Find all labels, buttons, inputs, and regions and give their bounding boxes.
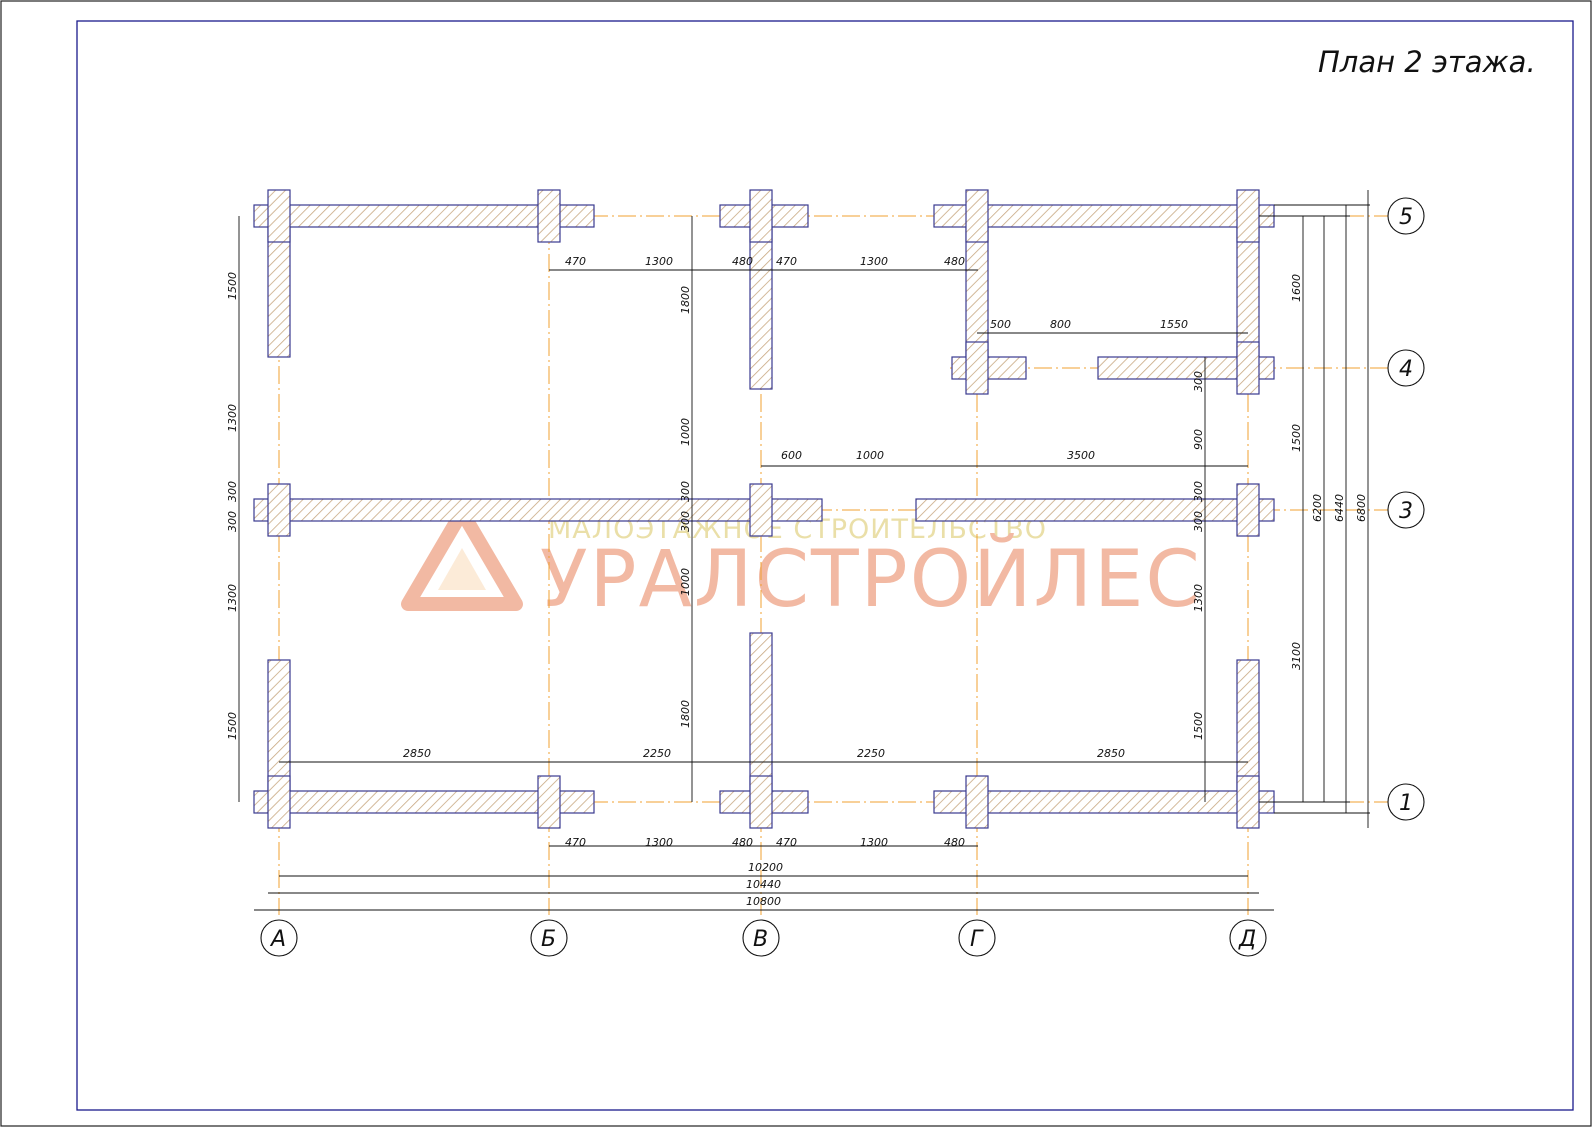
svg-text:3500: 3500 <box>1067 449 1095 462</box>
svg-text:1000: 1000 <box>679 418 692 446</box>
svg-text:1000: 1000 <box>679 568 692 596</box>
svg-text:300: 300 <box>1192 371 1205 392</box>
svg-text:1300: 1300 <box>645 836 673 849</box>
svg-text:1300: 1300 <box>226 584 239 612</box>
axis-label-V: В <box>753 927 768 952</box>
dimensions-right-outer: 1600 1500 3100 <box>1290 274 1303 670</box>
logo-triangle-inner-icon <box>438 548 486 590</box>
dimensions-overall-right: 6200 6440 6800 <box>1311 494 1368 522</box>
svg-text:2850: 2850 <box>1097 747 1125 760</box>
svg-text:300: 300 <box>226 481 239 502</box>
axis-label-4: 4 <box>1399 357 1413 382</box>
dimensions-bottom: 470 1300 480 470 1300 480 <box>565 836 965 849</box>
svg-text:1300: 1300 <box>226 404 239 432</box>
svg-text:470: 470 <box>776 836 797 849</box>
dimensions-middle: 600 1000 3500 <box>781 449 1095 462</box>
axis-label-5: 5 <box>1399 205 1413 230</box>
svg-text:800: 800 <box>1050 318 1071 331</box>
svg-text:600: 600 <box>781 449 802 462</box>
svg-text:3100: 3100 <box>1290 642 1303 670</box>
svg-text:2250: 2250 <box>643 747 671 760</box>
svg-text:480: 480 <box>944 836 965 849</box>
watermark-big: УРАЛСТРОЙЛЕС <box>540 533 1202 625</box>
svg-text:6800: 6800 <box>1355 494 1368 522</box>
wall-axisG-upper <box>965 226 989 358</box>
svg-text:470: 470 <box>776 255 797 268</box>
svg-text:2250: 2250 <box>857 747 885 760</box>
wall-axis4 <box>951 356 1027 380</box>
axis-label-1: 1 <box>1399 791 1413 816</box>
svg-text:300: 300 <box>226 511 239 532</box>
drawing-frame <box>76 20 1574 1111</box>
svg-text:300: 300 <box>679 481 692 502</box>
wall-right-upper <box>1236 226 1260 358</box>
svg-text:1300: 1300 <box>860 255 888 268</box>
drawing-title: План 2 этажа. <box>1318 45 1536 79</box>
axis-label-G: Г <box>970 927 984 952</box>
axis-label-B: Б <box>541 927 556 952</box>
svg-text:1800: 1800 <box>679 700 692 728</box>
axis-label-D: Д <box>1238 927 1256 952</box>
svg-text:900: 900 <box>1192 429 1205 450</box>
watermark-logo: МАЛОЭТАЖНОЕ СТРОИТЕЛЬСТВО УРАЛСТРОЙЛЕС <box>401 505 1202 625</box>
svg-text:1800: 1800 <box>679 286 692 314</box>
wall-left-upper <box>267 226 291 358</box>
svg-text:1600: 1600 <box>1290 274 1303 302</box>
dimensions-overall-bottom: 10200 10440 10800 <box>746 861 783 908</box>
dimensions-top: 470 1300 480 470 1300 480 <box>565 255 965 268</box>
dimensions-right-inner: 300 900 300 300 1300 1500 <box>1192 371 1205 740</box>
axis-labels-numbers: 5 4 3 1 <box>1399 205 1413 816</box>
svg-text:6200: 6200 <box>1311 494 1324 522</box>
svg-text:1300: 1300 <box>1192 584 1205 612</box>
dimensions-lower-spans: 2850 2250 2250 2850 <box>403 747 1125 760</box>
svg-text:300: 300 <box>679 511 692 532</box>
svg-text:2850: 2850 <box>403 747 431 760</box>
wall-left-lower <box>267 659 291 792</box>
svg-text:1000: 1000 <box>856 449 884 462</box>
svg-text:1550: 1550 <box>1160 318 1188 331</box>
svg-text:1500: 1500 <box>1290 424 1303 452</box>
svg-text:480: 480 <box>732 255 753 268</box>
wall-middle-2 <box>915 498 1275 522</box>
wall-right-lower <box>1236 659 1260 792</box>
svg-text:10440: 10440 <box>746 878 781 891</box>
axis-bubbles-numbers <box>1387 197 1425 821</box>
dimensions-central: 1800 1000 300 300 1000 1800 <box>679 286 692 728</box>
axis-labels-letters: А Б В Г Д <box>269 927 1256 952</box>
svg-text:480: 480 <box>732 836 753 849</box>
axis-bubbles-letters <box>260 919 1267 957</box>
wall-top <box>253 204 595 228</box>
svg-text:480: 480 <box>944 255 965 268</box>
svg-text:6440: 6440 <box>1333 494 1346 522</box>
svg-text:1500: 1500 <box>226 712 239 740</box>
svg-text:500: 500 <box>990 318 1011 331</box>
svg-text:300: 300 <box>1192 511 1205 532</box>
logo-triangle-icon <box>401 505 523 611</box>
axis-label-3: 3 <box>1399 499 1413 524</box>
dimensions-upper-right: 500 800 1550 <box>990 318 1188 331</box>
wall-axisV-lower <box>749 632 773 792</box>
wall-bottom <box>253 790 595 814</box>
svg-text:10200: 10200 <box>748 861 783 874</box>
dimension-lines <box>238 190 1370 911</box>
svg-text:470: 470 <box>565 255 586 268</box>
svg-text:470: 470 <box>565 836 586 849</box>
svg-text:1300: 1300 <box>860 836 888 849</box>
wall-axisV-upper <box>749 226 773 390</box>
svg-text:1300: 1300 <box>645 255 673 268</box>
wall-middle <box>253 498 823 522</box>
axis-label-A: А <box>269 927 286 952</box>
svg-text:10800: 10800 <box>746 895 781 908</box>
svg-text:1500: 1500 <box>1192 712 1205 740</box>
walls <box>253 189 1275 829</box>
svg-text:300: 300 <box>1192 481 1205 502</box>
wall-axis4-2 <box>1097 356 1275 380</box>
svg-text:1500: 1500 <box>226 272 239 300</box>
dimensions-left: 1500 1300 300 300 1300 1500 <box>226 272 239 740</box>
